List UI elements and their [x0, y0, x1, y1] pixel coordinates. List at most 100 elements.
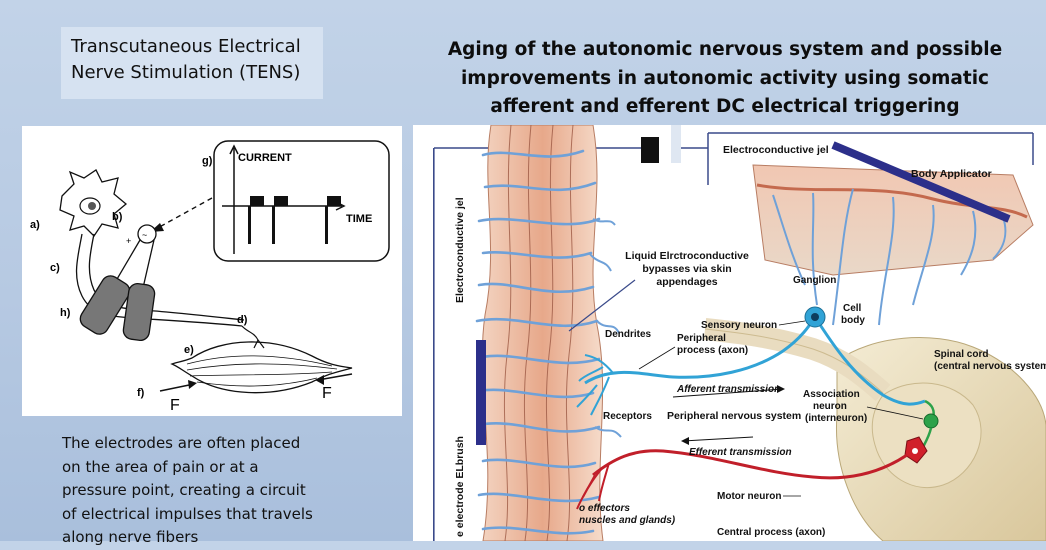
- patch-vessels: [772, 188, 1007, 326]
- main-title-line1: Aging of the autonomic nervous system an…: [447, 39, 1003, 60]
- tens-title-line1: Transcutaneous Electrical: [71, 36, 301, 57]
- spinal-cord-label-1: Spinal cord: [934, 349, 988, 360]
- motor-terminals: [576, 462, 610, 510]
- tens-title-line2: Nerve Stimulation (TENS): [71, 62, 301, 83]
- receptors-label: Receptors: [603, 411, 652, 422]
- force-arrow-left: [159, 383, 195, 392]
- patch-dermis-line: [756, 183, 1028, 219]
- efferent-arrow: [682, 436, 754, 442]
- muscle-fibers: [186, 355, 338, 387]
- association-pointer: [866, 406, 924, 420]
- efferent-arrow-head: [681, 437, 689, 445]
- afferent-arrow: [672, 388, 784, 398]
- label-f: f): [137, 387, 145, 399]
- electroconductive-side-label: Electroconductive jel: [454, 197, 466, 303]
- effectors-label-1: o effectors: [579, 503, 630, 514]
- time-label: TIME: [346, 213, 372, 225]
- force-arrow-right-head: [315, 375, 324, 385]
- bypass-label-1: Liquid Elrctroconductive: [625, 250, 749, 262]
- spinal-gray-matter: [871, 382, 982, 489]
- spinal-cord-label-2: (central nervous system): [934, 361, 1046, 372]
- force-arrow-left-head: [188, 380, 197, 389]
- stimulator-tilde: ~: [142, 230, 147, 240]
- tens-diagram-svg: CURRENT TIME g) a) c) ~ b) + h): [30, 140, 390, 414]
- dorsal-root-outline: [704, 328, 884, 394]
- electroconductive-top-label: Electroconductive jel: [723, 144, 829, 156]
- skin-layers: [503, 125, 574, 541]
- bypass-label-2: bypasses via skin: [642, 263, 731, 275]
- battery-negative: [641, 137, 659, 163]
- association-neuron-body: [923, 413, 939, 429]
- label-g: g): [202, 155, 213, 167]
- current-label: CURRENT: [238, 152, 292, 164]
- axon-inner: [88, 233, 245, 321]
- current-graph-box: [213, 140, 390, 262]
- dashed-pointer: [153, 197, 213, 231]
- main-title-line3: afferent and efferent DC electrical trig…: [490, 96, 960, 117]
- label-h: h): [60, 307, 71, 319]
- description-line5: along nerve fibers: [62, 528, 199, 546]
- association-label-3: (interneuron): [805, 413, 867, 424]
- label-b: b): [112, 211, 123, 223]
- cell-body-label-1: Cell: [843, 303, 862, 314]
- bypass-pointer: [568, 279, 636, 332]
- plus-sign: +: [126, 236, 131, 246]
- neuromuscular-junction: [241, 325, 265, 349]
- elbrush-side-label: e electrode ELbrush: [454, 436, 466, 537]
- battery-positive: [671, 125, 681, 163]
- peripheral-process-label-2: process (axon): [677, 345, 748, 356]
- body-applicator-plate: [831, 141, 1011, 223]
- dendrite-branches: [576, 354, 614, 416]
- bypass-label-3: appendages: [656, 276, 717, 288]
- main-title: Aging of the autonomic nervous system an…: [430, 36, 1020, 122]
- body-applicator-label: Body Applicator: [911, 168, 992, 180]
- description-line4: of electrical impulses that travels: [62, 504, 313, 523]
- description-line2: on the area of pain or at a: [62, 457, 259, 476]
- cell-body-label-2: body: [841, 315, 865, 326]
- electrode-right: [122, 282, 156, 342]
- side-electrode-bar: [476, 340, 486, 445]
- force-label-left: F: [170, 397, 180, 414]
- label-e: e): [184, 344, 194, 356]
- label-c: c): [50, 262, 60, 274]
- pulse-train: [248, 196, 341, 244]
- efferent-label: Efferent transmission: [689, 447, 792, 458]
- motor-nucleus: [912, 448, 918, 454]
- motor-neuron-label: Motor neuron: [717, 491, 781, 502]
- stimulator-source: [137, 224, 157, 244]
- current-axis-arrow: [229, 144, 239, 155]
- skin-strip: [481, 125, 604, 541]
- force-label-right: F: [322, 385, 332, 402]
- association-label-2: neuron: [813, 401, 847, 412]
- tens-title: Transcutaneous Electrical Nerve Stimulat…: [61, 27, 323, 99]
- sensory-nucleus: [811, 313, 819, 321]
- afferent-arrow-head: [777, 385, 785, 393]
- label-d: d): [237, 314, 248, 326]
- skin-bypass-branches: [588, 218, 622, 438]
- sensory-axon: [584, 316, 817, 385]
- central-process-label: Central process (axon): [717, 527, 825, 538]
- electrode-left: [79, 275, 131, 335]
- autonomic-diagram: Electroconductive jel: [413, 125, 1046, 541]
- afferent-label: Afferent transmission: [676, 384, 780, 395]
- dendrites-label: Dendrites: [605, 329, 652, 340]
- peripheral-process-label-1: Peripheral: [677, 333, 726, 344]
- circuit-wire-left: [433, 148, 435, 541]
- sensory-neuron-pointer: [778, 320, 806, 326]
- association-label-1: Association: [803, 389, 860, 400]
- sensory-central-process: [813, 316, 926, 406]
- label-a: a): [30, 219, 40, 231]
- pns-label: Peripheral nervous system: [667, 410, 801, 422]
- effectors-label-2: nuscles and glands): [579, 515, 676, 526]
- description-line3: pressure point, creating a circuit: [62, 481, 306, 499]
- motor-axon: [592, 449, 908, 480]
- tens-description: The electrodes are often placed on the a…: [62, 432, 357, 550]
- tens-diagram: CURRENT TIME g) a) c) ~ b) + h): [22, 126, 402, 416]
- ganglion-label: Ganglion: [793, 275, 836, 286]
- skin-bypass-channels: [475, 149, 601, 535]
- description-line1: The electrodes are often placed: [62, 434, 301, 452]
- neuron-nucleolus: [88, 202, 96, 210]
- sensory-neuron-label: Sensory neuron: [701, 320, 777, 331]
- autonomic-diagram-svg: Electroconductive jel: [433, 125, 1046, 541]
- main-title-line2: improvements in autonomic activity using…: [460, 67, 990, 89]
